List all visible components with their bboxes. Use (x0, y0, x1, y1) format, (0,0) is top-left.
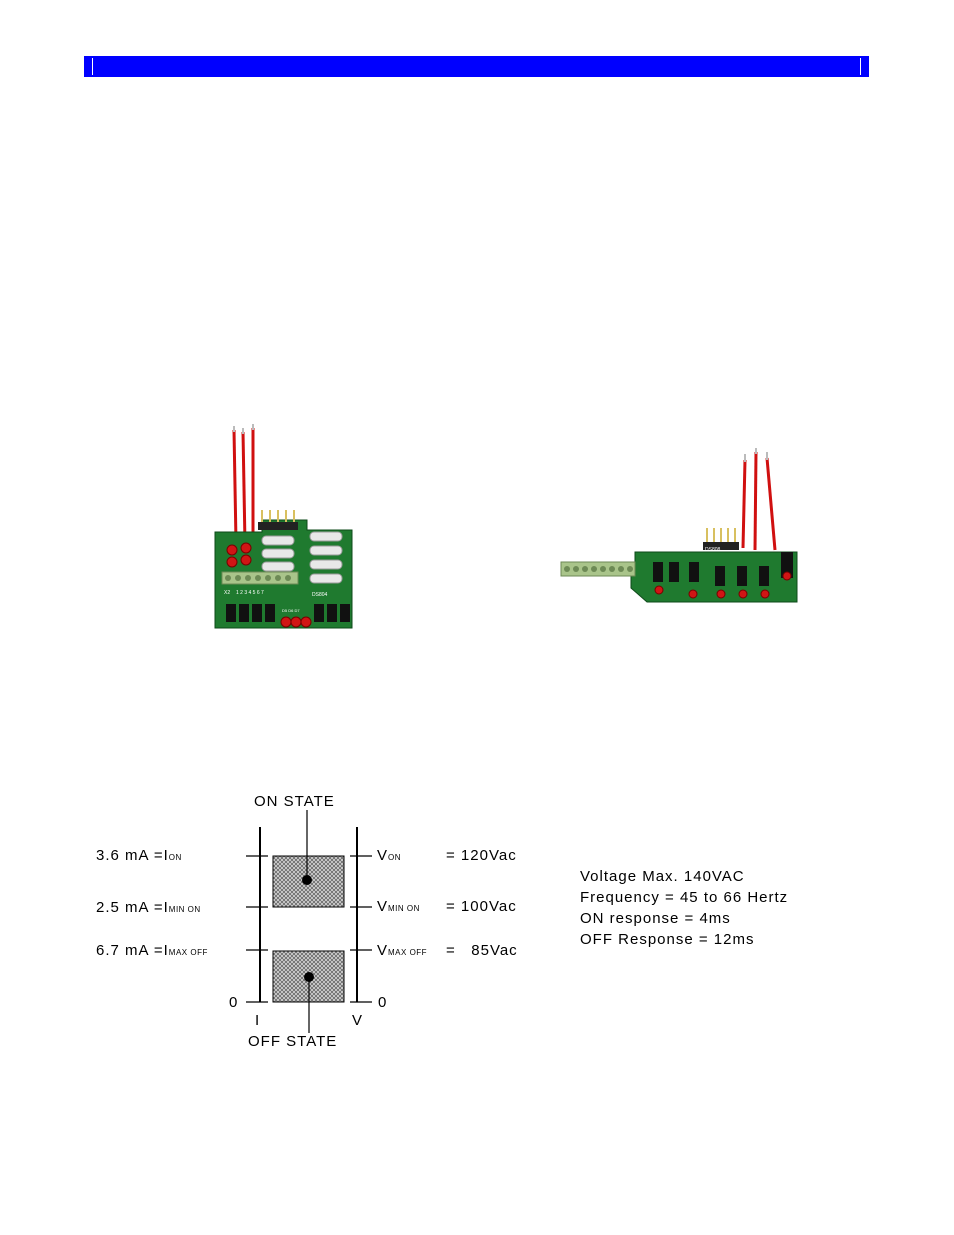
current-zero-label: 0 (229, 994, 239, 1011)
spec-on-response: ON response = 4ms (580, 910, 731, 927)
voltage-max-off-value: = 85Vac (446, 942, 518, 959)
current-max-off-row: 6.7 mA =IMAX OFF (96, 942, 208, 959)
board-right-ds-label: DS808 (705, 547, 721, 553)
current-on-row: 3.6 mA =ION (96, 847, 182, 864)
voltage-on-row: VON (377, 847, 402, 864)
voltage-zero-label: 0 (378, 994, 388, 1011)
on-state-dot (302, 875, 312, 885)
voltage-on-value: = 120Vac (446, 847, 517, 864)
spec-frequency: Frequency = 45 to 66 Hertz (580, 889, 789, 906)
circuit-board-photo-right: DS808 (560, 448, 798, 603)
current-axis-ticks (246, 855, 268, 1003)
board-left-x2-label: X2 (224, 590, 230, 596)
voltage-min-on-row: VMIN ON (377, 898, 420, 915)
specifications: Voltage Max. 140VAC Frequency = 45 to 66… (580, 866, 788, 950)
board-left-led-labels: D5 D6 D7 (282, 608, 300, 613)
spec-off-response: OFF Response = 12ms (580, 931, 755, 948)
voltage-max-off-row: VMAX OFF (377, 942, 428, 959)
board-left-pin-labels: 1 2 3 4 5 6 7 (236, 590, 264, 596)
voltage-axis-ticks (350, 855, 372, 1003)
off-state-label: OFF STATE (248, 1033, 338, 1050)
voltage-axis-label: V (352, 1012, 364, 1029)
off-state-dot (304, 972, 314, 982)
header-bar (84, 56, 869, 77)
current-min-on-row: 2.5 mA =IMIN ON (96, 899, 201, 916)
spec-voltage-max: Voltage Max. 140VAC (580, 868, 745, 885)
current-axis-label: I (255, 1012, 261, 1029)
voltage-min-on-value: = 100Vac (446, 898, 517, 915)
on-state-label: ON STATE (254, 793, 335, 810)
circuit-board-photo-left: X2 1 2 3 4 5 6 7 DS804 D5 D6 D7 (214, 424, 353, 629)
board-left-ds-label: DS804 (312, 592, 328, 598)
